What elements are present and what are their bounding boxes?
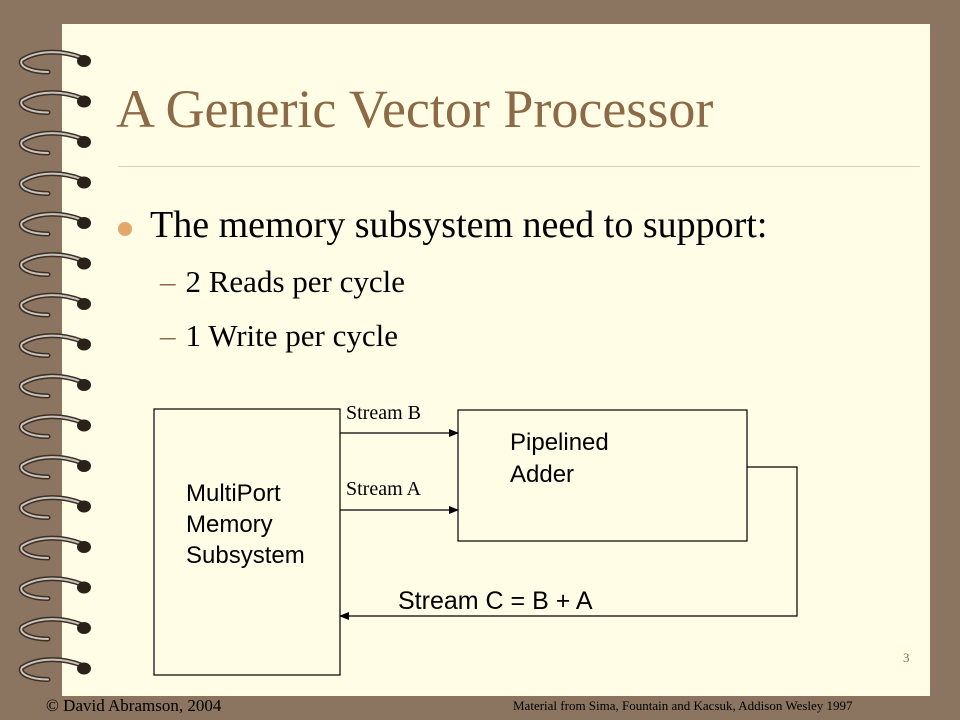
sub-item-text: 1 Write per cycle <box>185 318 399 353</box>
adder-label-line1: Pipelined <box>510 429 609 456</box>
binding-ring-icon <box>18 535 91 561</box>
bullet-dot-icon <box>118 222 132 236</box>
dash-glyph: – <box>160 318 176 353</box>
binding-ring-icon <box>18 657 91 682</box>
binding-ring-icon <box>18 292 91 318</box>
memory-block <box>153 408 341 676</box>
binding-ring-icon <box>18 576 91 601</box>
spiral-binding <box>18 49 91 682</box>
dash-glyph: – <box>160 264 176 299</box>
binding-ring-icon <box>18 90 91 115</box>
footer-copyright: © David Abramson, 2004 <box>46 696 222 715</box>
binding-ring-icon <box>18 130 91 156</box>
stream-a-label: Stream A <box>346 478 422 500</box>
binding-ring-icon <box>18 49 91 75</box>
binding-ring-icon <box>18 414 91 439</box>
slide-title: A Generic Vector Processor <box>116 79 714 139</box>
footer-source: Material from Sima, Fountain and Kacsuk,… <box>513 698 853 713</box>
memory-label-line3: Subsystem <box>186 542 305 569</box>
sub-item-writes: –1 Write per cycle <box>160 318 398 354</box>
adder-block <box>457 409 748 542</box>
binding-ring-icon <box>18 373 91 399</box>
bullet-text: The memory subsystem need to support: <box>150 204 768 246</box>
sub-item-text: 2 Reads per cycle <box>185 264 405 299</box>
slide-page <box>62 24 930 696</box>
title-divider <box>118 166 920 167</box>
adder-label-line2: Adder <box>510 461 574 488</box>
stream-c-arrow <box>339 466 798 620</box>
sub-item-reads: –2 Reads per cycle <box>160 264 405 300</box>
memory-label-line1: MultiPort <box>186 480 281 507</box>
binding-ring-icon <box>18 333 91 358</box>
binding-ring-icon <box>18 211 91 237</box>
binding-ring-icon <box>18 171 91 196</box>
binding-ring-icon <box>18 252 91 277</box>
memory-label-line2: Memory <box>186 511 273 538</box>
binding-ring-icon <box>18 495 91 520</box>
binding-ring-icon <box>18 454 91 480</box>
slide-number: 3 <box>903 650 910 665</box>
stream-b-label: Stream B <box>346 402 421 424</box>
binding-ring-icon <box>18 616 91 642</box>
stream-c-label: Stream C = B + A <box>398 587 593 615</box>
